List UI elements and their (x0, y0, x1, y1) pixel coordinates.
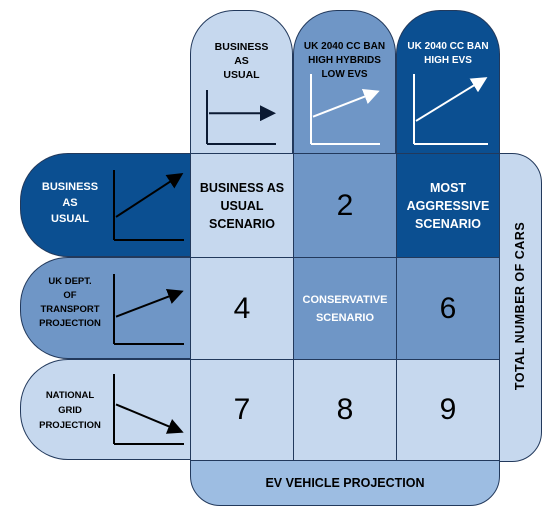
ev-projection-axis-label: EV VEHICLE PROJECTION (265, 476, 425, 490)
cell-r1c1: BUSINESS AS USUAL SCENARIO (190, 153, 294, 258)
column-1-trend-chart (310, 74, 380, 145)
trend-arrow (115, 403, 184, 434)
trend-arrow (115, 288, 184, 318)
ev-projection-axis-bar (190, 460, 500, 506)
cell-r3c1: 7 (190, 359, 294, 461)
column-label-business-as-usual: BUSINESS AS USUAL (214, 41, 269, 81)
row-label-dept-transport: UK DEPT. OF TRANSPORT PROJECTION (39, 276, 101, 329)
row-0-trend-chart (113, 170, 184, 241)
trend-arrow (415, 77, 488, 122)
cell-r1c2: 2 (293, 153, 397, 258)
row-label-business-as-usual: BUSINESS AS USUAL (41, 181, 99, 225)
cell-r2c1: 4 (190, 257, 294, 360)
column-label-high-evs: UK 2040 CC BAN HIGH EVs (407, 41, 489, 66)
row-1-trend-chart (113, 274, 184, 345)
cell-r2c3: 6 (396, 257, 500, 360)
row-label-national-grid: NATIONAL GRID PROJECTION (39, 390, 101, 431)
trend-arrow (312, 89, 380, 118)
row-2-trend-chart (113, 374, 184, 445)
column-label-high-hybrids: UK 2040 CC BAN HIGH HYBRIDS LOW EVs (303, 41, 386, 80)
column-0-trend-chart (206, 90, 276, 145)
cell-r3c2: 8 (293, 359, 397, 461)
cell-r3c3: 9 (396, 359, 500, 461)
row-tab-dept-transport (20, 257, 192, 359)
trend-arrow (115, 173, 184, 218)
cell-r2c2: CONSERVATIVE SCENARIO (293, 257, 397, 360)
cell-r1c3: MOST AGGRESSIVE SCENARIO (396, 153, 500, 258)
column-2-trend-chart (413, 74, 488, 145)
